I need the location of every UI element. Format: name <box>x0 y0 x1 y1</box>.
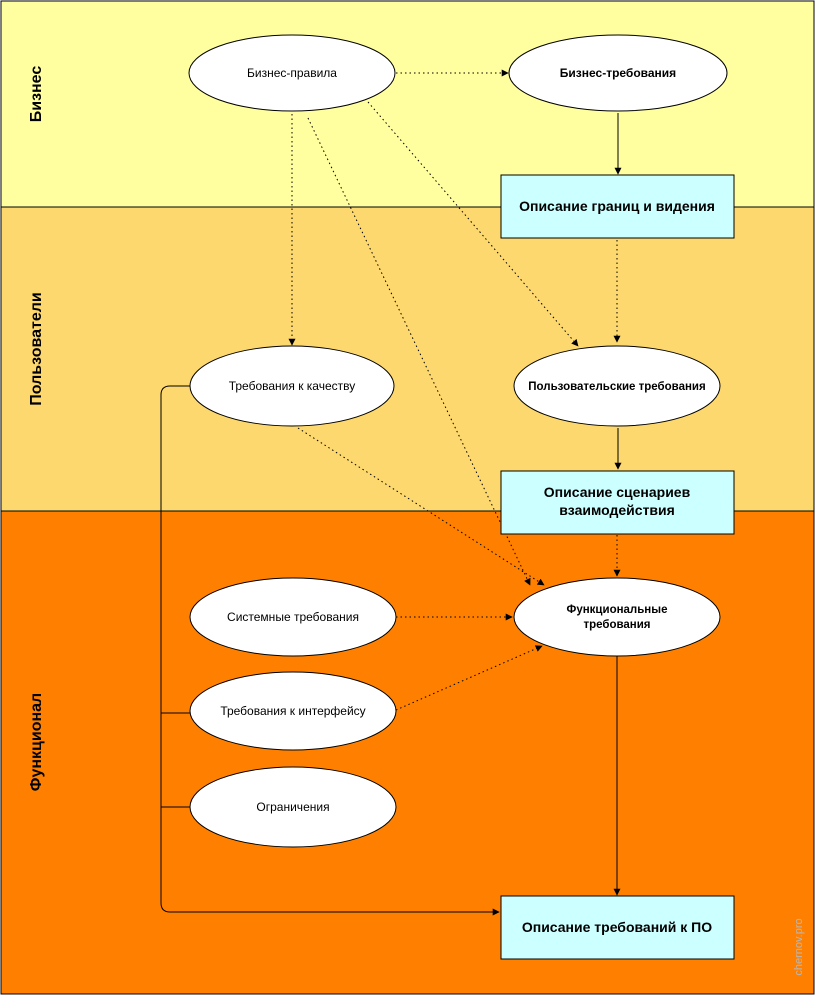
node-constraints-label: Ограничения <box>256 800 329 814</box>
node-use-cases-line2: взаимодействия <box>559 502 675 518</box>
node-functional-requirements-line1: Функциональные <box>567 604 668 616</box>
watermark: chernov.pro <box>793 918 805 975</box>
node-srs-label: Описание требований к ПО <box>522 919 712 935</box>
node-functional-requirements[interactable]: Функциональные требования <box>513 577 721 657</box>
node-functional-requirements-line2: требования <box>583 619 650 631</box>
node-functional-requirements-shape[interactable] <box>513 577 721 657</box>
node-business-requirements-shape[interactable] <box>508 34 728 112</box>
node-vision-scope[interactable]: Описание границ и видения <box>500 174 735 239</box>
node-interface-requirements-shape[interactable] <box>189 671 397 751</box>
node-constraints-shape[interactable] <box>189 766 397 848</box>
node-quality-requirements-shape[interactable] <box>189 345 395 427</box>
lane-functional-label: Функционал <box>28 693 45 791</box>
dotted-connectors <box>288 69 621 711</box>
node-use-cases[interactable]: Описание сценариев взаимодействия <box>500 470 735 535</box>
node-vision-scope-label: Описание границ и видения <box>519 198 715 214</box>
dotted-rules-to-functional <box>307 117 531 586</box>
node-business-rules-shape[interactable] <box>188 34 396 112</box>
node-business-rules[interactable]: Бизнес-правила <box>188 34 396 112</box>
node-use-cases-shape[interactable] <box>500 470 735 535</box>
node-vision-scope-shape[interactable] <box>500 174 735 239</box>
node-system-requirements-label: Системные требования <box>227 610 359 624</box>
node-user-requirements[interactable]: Пользовательские требования <box>513 345 721 427</box>
solid-connectors <box>160 113 622 916</box>
node-interface-requirements-label: Требования к интерфейсу <box>220 704 365 718</box>
dotted-quality-to-functional <box>297 427 545 586</box>
node-user-requirements-shape[interactable] <box>513 345 721 427</box>
node-interface-requirements[interactable]: Требования к интерфейсу <box>189 671 397 751</box>
node-system-requirements-shape[interactable] <box>189 577 397 657</box>
bracket-to-srs <box>160 385 500 916</box>
node-use-cases-line1: Описание сценариев <box>544 484 691 500</box>
node-user-requirements-label: Пользовательские требования <box>528 381 705 393</box>
node-business-rules-label: Бизнес-правила <box>247 66 337 80</box>
node-business-requirements-label: Бизнес-требования <box>560 66 676 80</box>
node-quality-requirements[interactable]: Требования к качеству <box>189 345 395 427</box>
lane-business-label: Бизнес <box>28 66 45 123</box>
node-constraints[interactable]: Ограничения <box>189 766 397 848</box>
node-quality-requirements-label: Требования к качеству <box>229 379 356 393</box>
node-srs[interactable]: Описание требований к ПО <box>500 895 735 960</box>
node-business-requirements[interactable]: Бизнес-требования <box>508 34 728 112</box>
node-system-requirements[interactable]: Системные требования <box>189 577 397 657</box>
node-srs-shape[interactable] <box>500 895 735 960</box>
lane-users-label: Пользователи <box>28 292 45 405</box>
